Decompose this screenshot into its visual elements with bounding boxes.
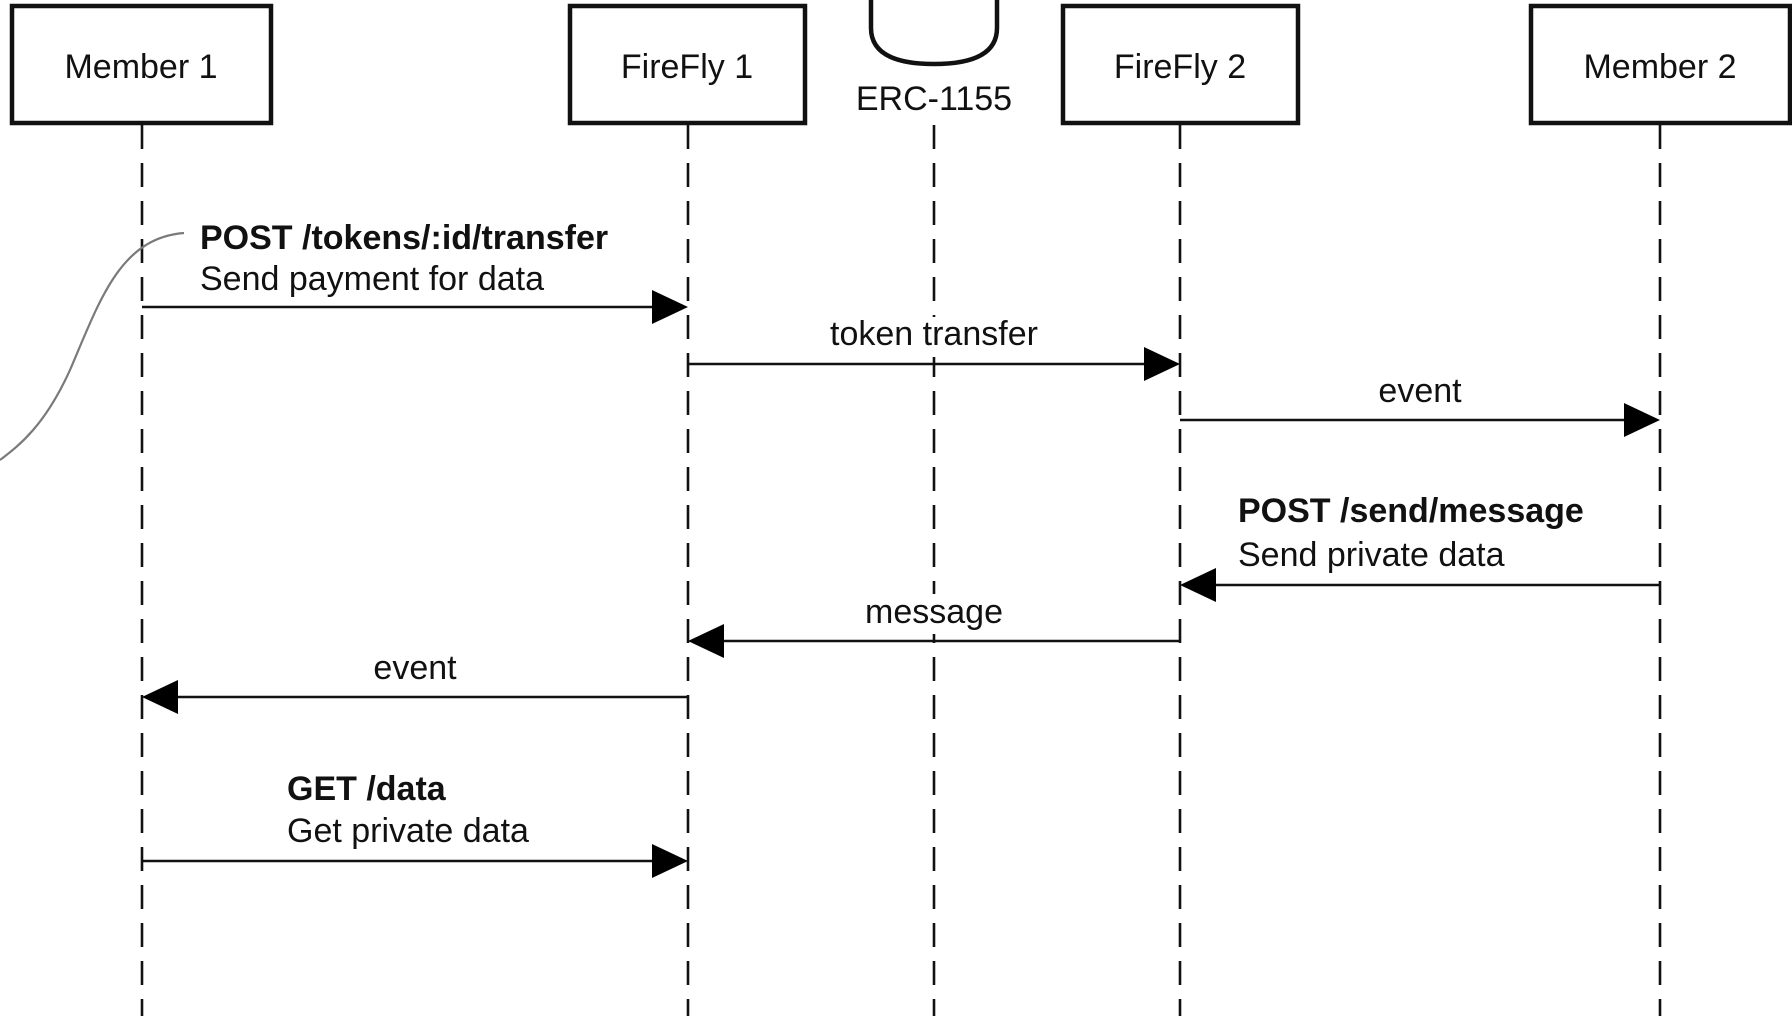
participant-firefly-1: FireFly 1: [567, 3, 808, 126]
participant-firefly-1-label: FireFly 1: [621, 48, 753, 86]
arrow-right-icon: [652, 844, 688, 878]
participant-firefly-2: FireFly 2: [1060, 3, 1301, 126]
arrow-left-icon: [1180, 568, 1216, 602]
participant-member-1-label: Member 1: [64, 48, 217, 86]
message-message: message: [688, 593, 1180, 658]
participant-erc-1155: ERC-1155: [856, 0, 1012, 118]
message-4-title: POST /send/message: [1238, 492, 1584, 530]
arrow-left-icon: [142, 680, 178, 714]
message-1-title: POST /tokens/:id/transfer: [200, 219, 608, 257]
message-5-text: message: [865, 593, 1003, 631]
participant-member-2-label: Member 2: [1583, 48, 1736, 86]
participant-member-2: Member 2: [1528, 3, 1792, 126]
message-post-send-message: POST /send/message Send private data: [1180, 492, 1660, 602]
arrow-right-icon: [1144, 347, 1180, 381]
database-cylinder-icon: [868, 0, 1000, 67]
message-6-text: event: [373, 649, 457, 687]
message-event-to-member-2: event: [1180, 372, 1660, 437]
message-event-to-member-1: event: [142, 649, 688, 714]
message-token-transfer: token transfer: [688, 315, 1180, 381]
message-7-title: GET /data: [287, 770, 447, 808]
message-post-tokens-transfer: POST /tokens/:id/transfer Send payment f…: [142, 219, 688, 324]
annotation-connector: [0, 231, 185, 461]
message-get-data: GET /data Get private data: [142, 770, 688, 878]
message-3-text: event: [1378, 372, 1462, 410]
participant-erc-1155-label: ERC-1155: [856, 80, 1012, 118]
participant-member-1: Member 1: [9, 3, 274, 126]
message-4-text: Send private data: [1238, 536, 1505, 574]
arrow-right-icon: [652, 290, 688, 324]
arrow-left-icon: [688, 624, 724, 658]
message-1-text: Send payment for data: [200, 260, 544, 298]
message-7-text: Get private data: [287, 812, 529, 850]
message-2-text: token transfer: [830, 315, 1038, 353]
participant-firefly-2-label: FireFly 2: [1114, 48, 1246, 86]
arrow-right-icon: [1624, 403, 1660, 437]
